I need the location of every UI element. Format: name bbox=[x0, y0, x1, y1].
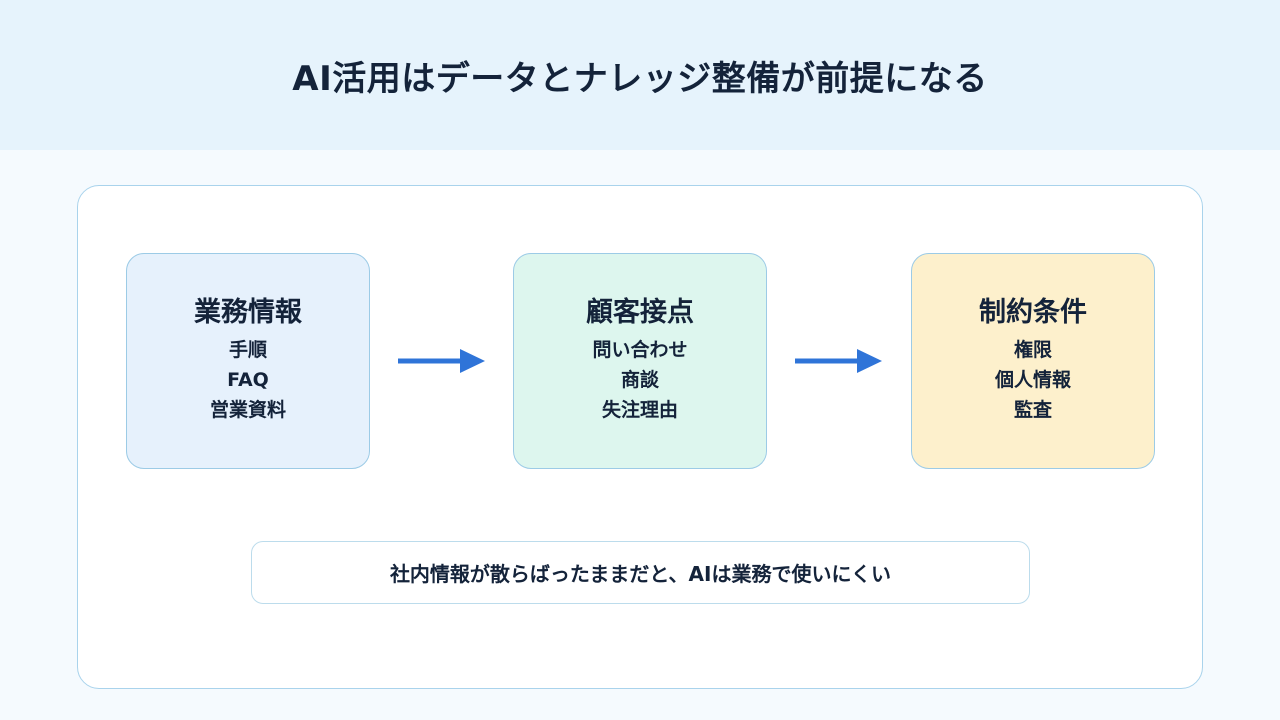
right-arrow-icon bbox=[398, 349, 485, 373]
customer-touchpoint-box: 顧客接点 問い合わせ 商談 失注理由 bbox=[513, 253, 767, 469]
right-arrow-icon bbox=[795, 349, 882, 373]
business-info-box: 業務情報 手順 FAQ 営業資料 bbox=[126, 253, 370, 469]
box-item: 個人情報 bbox=[994, 369, 1071, 392]
box-item: 監査 bbox=[1013, 399, 1052, 422]
box-item: 手順 bbox=[228, 339, 267, 362]
box-item: 権限 bbox=[1013, 339, 1052, 362]
box-title: 顧客接点 bbox=[586, 296, 694, 328]
summary-note: 社内情報が散らばったままだと、AIは業務で使いにくい bbox=[251, 541, 1030, 604]
box-item: 商談 bbox=[620, 369, 659, 392]
box-item: FAQ bbox=[227, 369, 269, 392]
box-title: 業務情報 bbox=[194, 296, 302, 328]
box-item: 失注理由 bbox=[601, 399, 678, 422]
box-item: 問い合わせ bbox=[592, 339, 688, 362]
constraints-box: 制約条件 権限 個人情報 監査 bbox=[911, 253, 1155, 469]
summary-note-text: 社内情報が散らばったままだと、AIは業務で使いにくい bbox=[389, 562, 892, 586]
box-title: 制約条件 bbox=[979, 296, 1087, 328]
header-banner: AI活用はデータとナレッジ整備が前提になる bbox=[0, 0, 1280, 150]
box-item: 営業資料 bbox=[209, 399, 286, 422]
page-title: AI活用はデータとナレッジ整備が前提になる bbox=[292, 58, 988, 99]
